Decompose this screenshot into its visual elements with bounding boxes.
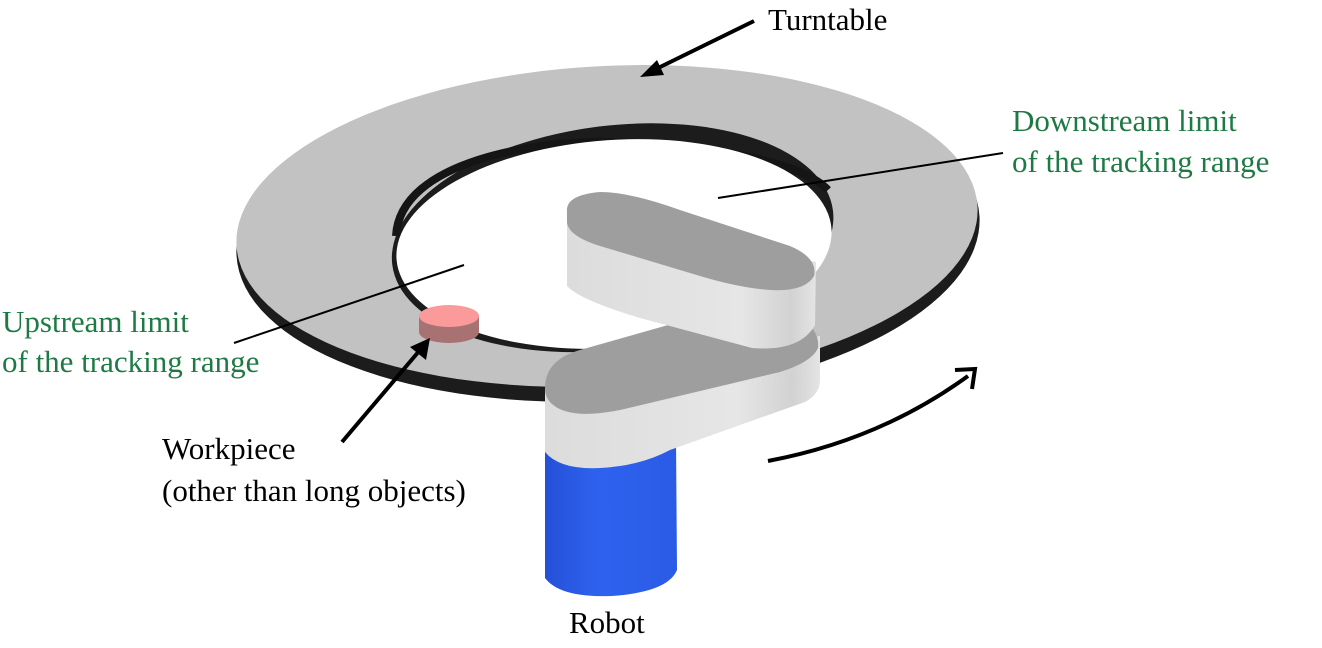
- turntable-pointer-arrow: [640, 19, 755, 77]
- workpiece-label-line2: (other than long objects): [162, 473, 466, 508]
- workpiece-pointer-arrow: [340, 338, 430, 444]
- upstream-leader-line: [233, 264, 465, 344]
- upstream-limit-label-line1: Upstream limit: [2, 304, 189, 339]
- rotation-direction-arrow: [767, 366, 978, 463]
- downstream-limit-label-line1: Downstream limit: [1012, 103, 1237, 138]
- robot-base: [545, 430, 677, 597]
- turntable-label: Turntable: [768, 2, 888, 37]
- robot-label: Robot: [569, 605, 645, 640]
- upstream-limit-label-line2: of the tracking range: [2, 344, 260, 379]
- workpiece: [419, 305, 479, 343]
- robot-upper-arm: [566, 192, 816, 349]
- workpiece-top: [419, 305, 479, 327]
- downstream-limit-label-line2: of the tracking range: [1012, 144, 1270, 179]
- downstream-leader-line: [717, 152, 1004, 199]
- workpiece-label-line1: Workpiece: [162, 431, 296, 466]
